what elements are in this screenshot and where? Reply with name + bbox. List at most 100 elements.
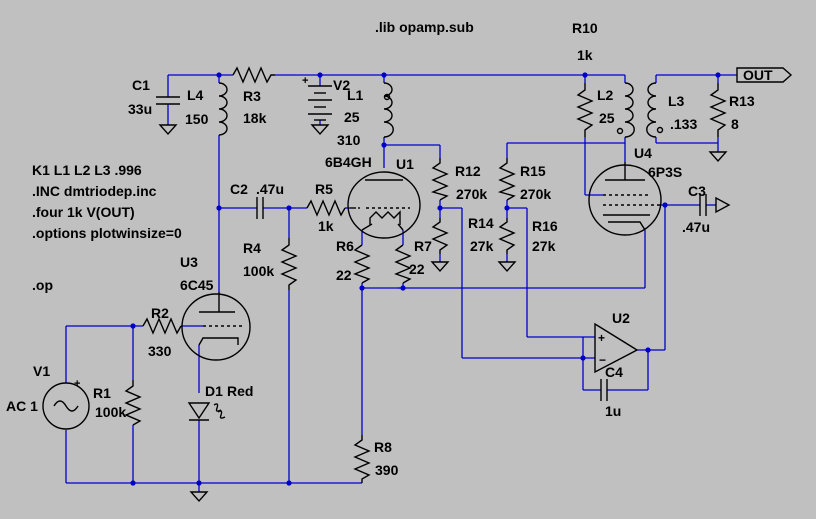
r12-value: 270k (456, 186, 487, 202)
r15-ref: R15 (520, 163, 546, 179)
r7-value: 22 (409, 261, 425, 277)
resistor-r4-symbol[interactable] (280, 238, 298, 290)
u2-ref: U2 (612, 310, 630, 326)
capacitor-c3-symbol[interactable] (699, 194, 731, 216)
r16-ref: R16 (532, 218, 558, 234)
l4-ref: L4 (187, 87, 204, 103)
u4-ref: U4 (634, 145, 652, 161)
r6-value: 22 (336, 267, 352, 283)
r14-ref: R14 (468, 215, 494, 231)
l4-value: 150 (185, 111, 209, 127)
fourier-directive: .four 1k V(OUT) (32, 204, 135, 220)
l2-value: 25 (599, 110, 615, 126)
v1-ref: V1 (33, 363, 50, 379)
r1-value: 100k (95, 404, 126, 420)
r7-ref: R7 (414, 238, 432, 254)
include-directive: .INC dmtriodep.inc (32, 183, 157, 199)
resistor-r14-symbol[interactable] (431, 218, 449, 254)
v2-value2: 310 (337, 132, 361, 148)
out-net-label: OUT (743, 67, 773, 83)
u1-model: 6B4GH (325, 154, 372, 170)
opamp-u2-symbol[interactable]: + − (594, 322, 639, 374)
c2-ref: C2 (230, 181, 248, 197)
resistor-r8-symbol[interactable] (353, 435, 371, 483)
r5-ref: R5 (315, 181, 333, 197)
l3-value: .133 (670, 116, 697, 132)
ground-symbol (158, 124, 728, 503)
l2-ref: L2 (597, 87, 614, 103)
r12-ref: R12 (455, 163, 481, 179)
c4-value: 1u (605, 403, 621, 419)
resistor-r7-symbol[interactable] (394, 244, 412, 284)
options-directive: .options plotwinsize=0 (32, 225, 182, 241)
inductor-l2-symbol[interactable] (616, 82, 635, 138)
v2-value: 25 (344, 109, 360, 125)
r6-ref: R6 (336, 238, 354, 254)
capacitor-c4-symbol[interactable] (600, 379, 608, 401)
svg-text:+: + (598, 331, 605, 345)
r8-value: 390 (375, 462, 399, 478)
capacitor-c1-symbol[interactable] (156, 96, 180, 105)
r14-value: 27k (470, 238, 494, 254)
resistor-r5-symbol[interactable] (306, 199, 346, 217)
r16-value: 27k (532, 238, 556, 254)
d1-ref: D1 (205, 383, 223, 399)
led-d1-symbol[interactable] (187, 402, 226, 421)
r1-ref: R1 (93, 385, 111, 401)
r3-ref: R3 (243, 88, 261, 104)
resistor-r6-symbol[interactable] (353, 244, 371, 284)
d1-value: Red (227, 383, 253, 399)
component-labels: C1 33u L4 150 R3 18k V2 25 310 L1 R10 1k… (6, 20, 773, 478)
c3-value: .47u (682, 219, 710, 235)
wires (65, 72, 737, 492)
r4-value: 100k (243, 263, 274, 279)
c2-value: .47u (256, 181, 284, 197)
svg-text:+: + (74, 378, 80, 390)
resistor-r16-symbol[interactable] (498, 218, 516, 254)
tube-u4-symbol[interactable] (588, 162, 662, 236)
op-directive: .op (32, 277, 53, 293)
resistor-r13-symbol[interactable] (709, 83, 727, 137)
c3-ref: C3 (688, 183, 706, 199)
inductor-l4-symbol[interactable] (218, 82, 228, 136)
r15-value: 270k (520, 186, 551, 202)
r13-ref: R13 (729, 93, 755, 109)
tube-u1-symbol[interactable] (347, 171, 421, 239)
r13-value: 8 (731, 116, 739, 132)
r5-value: 1k (318, 218, 334, 234)
tube-u3-symbol[interactable] (181, 292, 251, 361)
r2-ref: R2 (151, 305, 169, 321)
coupling-directive: K1 L1 L2 L3 .996 (32, 162, 142, 178)
resistor-r3-symbol[interactable] (232, 66, 275, 84)
resistor-r1-symbol[interactable] (124, 380, 142, 426)
lib-directive: .lib opamp.sub (375, 19, 474, 35)
v2-ref: V2 (333, 77, 350, 93)
resistor-r12-symbol[interactable] (430, 158, 449, 201)
c4-ref: C4 (605, 364, 623, 380)
r10-ref: R10 (572, 20, 598, 36)
r3-value: 18k (243, 110, 267, 126)
ac-source-v1-symbol[interactable]: + (42, 378, 90, 430)
out-net-flag (736, 67, 793, 83)
resistor-r15-symbol[interactable] (497, 158, 516, 201)
resistor-r10-symbol[interactable] (576, 83, 594, 137)
u4-model: 6P3S (648, 164, 682, 180)
r4-ref: R4 (243, 240, 261, 256)
capacitor-c2-symbol[interactable] (256, 197, 264, 219)
svg-text:−: − (599, 353, 606, 367)
u3-model: 6C45 (180, 277, 214, 293)
inductor-l1-symbol[interactable] (383, 82, 394, 138)
svg-text:+: + (302, 75, 308, 87)
u1-ref: U1 (396, 156, 414, 172)
battery-v2-symbol[interactable]: + (302, 75, 332, 121)
r10-value: 1k (577, 47, 593, 63)
spice-directives: .lib opamp.sub K1 L1 L2 L3 .996 .INC dmt… (32, 19, 474, 293)
inductor-l3-symbol[interactable] (646, 82, 664, 138)
r8-ref: R8 (374, 439, 392, 455)
resistor-r2-symbol[interactable] (142, 317, 182, 335)
c1-value: 33u (128, 101, 152, 117)
u3-ref: U3 (180, 254, 198, 270)
c1-ref: C1 (132, 77, 150, 93)
r2-value: 330 (148, 343, 172, 359)
